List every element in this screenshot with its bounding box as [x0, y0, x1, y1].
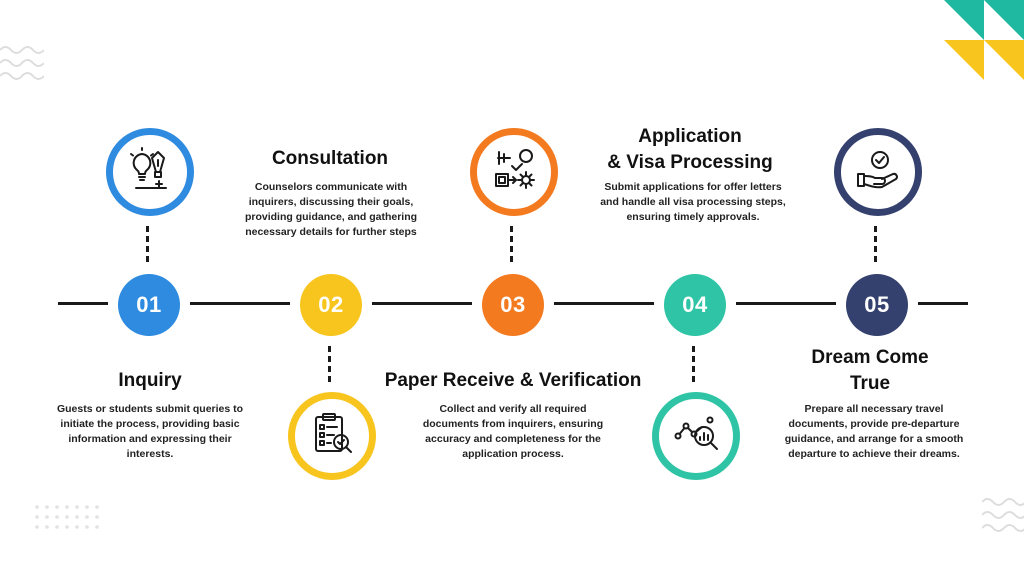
- timeline-segment: [190, 302, 290, 305]
- lightbulb-pen-icon: [126, 146, 174, 199]
- wave-decoration-bottom-right: [982, 496, 1024, 536]
- step-title-02: Consultation: [271, 148, 389, 169]
- step-number-03: 03: [482, 274, 544, 336]
- step-title-04-line2: & Visa Processing: [607, 152, 773, 173]
- step-title-04-line1: Application: [638, 126, 742, 147]
- step-number-05: 05: [846, 274, 908, 336]
- step-title-05-line1: Dream Come: [811, 347, 929, 368]
- timeline-segment: [554, 302, 654, 305]
- clipboard-check-icon: [308, 410, 356, 463]
- timeline-segment: [736, 302, 836, 305]
- hand-check-icon: [854, 146, 902, 199]
- step-icon-ring-02: [288, 392, 376, 480]
- analytics-search-icon: [672, 410, 720, 463]
- step-icon-ring-04: [652, 392, 740, 480]
- timeline-segment: [58, 302, 108, 305]
- step-description-04: Submit applications for offer letters an…: [600, 181, 786, 223]
- connector-dash: [328, 346, 331, 382]
- step-title-04: Application & Visa Processing: [590, 124, 790, 176]
- step-number-04: 04: [664, 274, 726, 336]
- step-icon-ring-05: [834, 128, 922, 216]
- step-title-01: Inquiry: [118, 370, 182, 391]
- step-description-01: Guests or students submit queries to ini…: [56, 403, 244, 460]
- corner-decoration: [944, 0, 1024, 80]
- dot-grid-decoration: [34, 504, 106, 534]
- connector-dash: [146, 226, 149, 262]
- step-title-03: Paper Receive & Verification: [384, 370, 642, 391]
- step-icon-ring-01: [106, 128, 194, 216]
- timeline-segment: [372, 302, 472, 305]
- wave-decoration-top-left: [0, 44, 44, 84]
- step-title-05-line2: True: [849, 373, 891, 394]
- process-flow-icon: [490, 146, 538, 199]
- connector-dash: [510, 226, 513, 262]
- step-description-02: Counselors communicate with inquirers, d…: [244, 181, 418, 238]
- connector-dash: [692, 346, 695, 382]
- step-number-01: 01: [118, 274, 180, 336]
- timeline-segment: [918, 302, 968, 305]
- step-number-02: 02: [300, 274, 362, 336]
- step-description-03: Collect and verify all required document…: [422, 403, 604, 460]
- connector-dash: [874, 226, 877, 262]
- step-icon-ring-03: [470, 128, 558, 216]
- step-title-05: Dream Come True: [770, 345, 970, 397]
- step-description-05: Prepare all necessary travel documents, …: [784, 403, 964, 460]
